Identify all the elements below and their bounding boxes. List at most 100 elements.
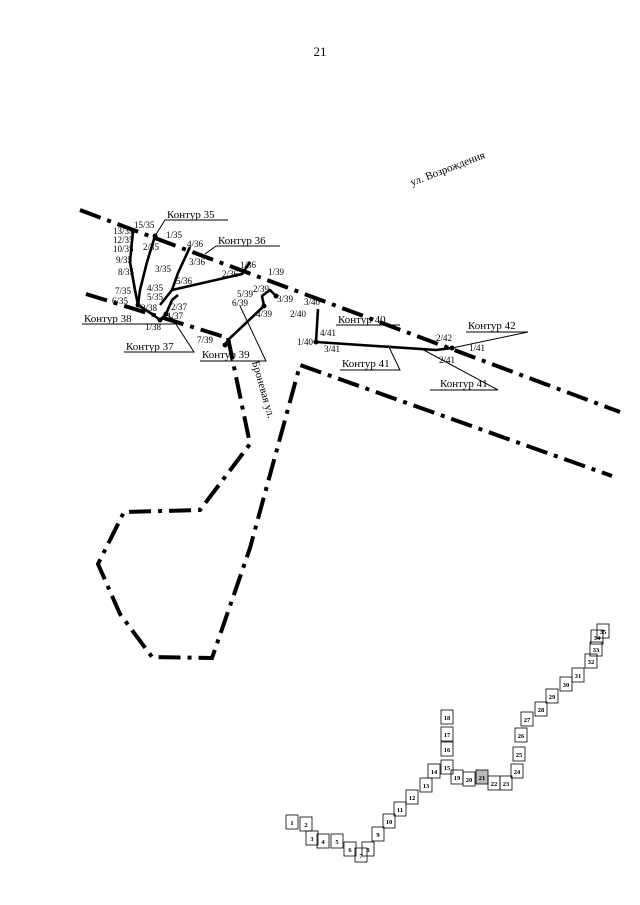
- index-sheet-label: 9: [376, 832, 380, 839]
- index-sheet-frame: [559, 676, 573, 692]
- index-sheet-label: 12: [409, 795, 416, 802]
- point-label: 6/39: [232, 298, 249, 308]
- point-label: 13/35: [113, 226, 134, 236]
- point-label: 2/41: [439, 355, 455, 365]
- point-label: 6/35: [112, 296, 129, 306]
- point-labels: 15/35 1/35 13/35 12/35 10/35 2/35 9/35 8…: [112, 220, 485, 365]
- street-label-vozrozhdeniya: ул. Возрождения: [409, 149, 487, 188]
- index-sheet-label: 23: [503, 781, 510, 788]
- index-sheet: 14: [427, 763, 441, 779]
- leader-contour-41b: [419, 347, 499, 391]
- index-sheet: 21: [475, 769, 489, 785]
- point-label: 1/41: [469, 343, 485, 353]
- contour-38-line: [137, 303, 167, 322]
- index-sheet: 5: [330, 833, 344, 849]
- index-sheet-frame: [343, 841, 357, 857]
- leader-contour-42: [451, 331, 529, 349]
- index-sheet-frame: [440, 759, 454, 775]
- point-label: 2/38: [141, 303, 158, 313]
- point-label: 7/35: [115, 286, 132, 296]
- index-sheet: 11: [393, 801, 407, 817]
- index-sheet: 23: [499, 775, 513, 791]
- index-sheet-label: 22: [491, 781, 498, 788]
- leader-lines: [82, 219, 529, 391]
- point-label: 8/35: [118, 267, 135, 277]
- point-marker: [130, 228, 136, 234]
- contour-label-37: Контур 37: [126, 341, 174, 353]
- index-sheet: 28: [534, 701, 548, 717]
- leader-contour-38: [82, 313, 182, 325]
- index-sheet: 25: [512, 746, 526, 762]
- point-label: 1/35: [166, 230, 183, 240]
- index-sheet-label: 30: [563, 682, 570, 689]
- page-number: 21: [313, 44, 327, 59]
- point-label: 9/35: [116, 255, 133, 265]
- index-sheet-label: 21: [479, 775, 486, 782]
- point-marker: [157, 317, 163, 323]
- index-sheet-label: 34: [594, 635, 601, 642]
- point-label: 2/39: [253, 284, 270, 294]
- index-sheet-frame: [596, 623, 610, 639]
- index-sheet: 16: [440, 741, 454, 757]
- index-sheet-frame: [589, 641, 603, 657]
- contour-37-line: [164, 294, 179, 315]
- index-sheet-label: 16: [444, 747, 451, 754]
- point-label: 10/35: [113, 244, 134, 254]
- index-sheet-label: 20: [466, 777, 473, 784]
- territory-boundary: [95, 337, 613, 661]
- index-sheet-frame: [393, 801, 407, 817]
- index-sheet: 4: [316, 833, 330, 849]
- contour-label-41b: Контур 41: [440, 378, 488, 390]
- index-sheet-label: 29: [549, 694, 556, 701]
- point-label: 2/40: [290, 309, 307, 319]
- leader-contour-39: [200, 305, 267, 362]
- index-sheet-frame: [584, 653, 598, 669]
- index-sheet-label: 32: [588, 659, 595, 666]
- point-label: 1/36: [240, 260, 257, 270]
- index-sheet-label: 5: [335, 839, 339, 846]
- point-label: 5/36: [176, 276, 193, 286]
- point-label: 3/39: [277, 294, 294, 304]
- contour-label-35: Контур 35: [167, 209, 215, 221]
- point-label: 4/41: [320, 328, 336, 338]
- index-sheet-frame: [427, 763, 441, 779]
- index-sheet-label: 7: [359, 853, 363, 860]
- index-sheet: 9: [371, 826, 385, 842]
- point-label: 2/35: [143, 242, 160, 252]
- index-sheet-frame: [571, 667, 585, 683]
- point-label: 12/35: [113, 235, 134, 245]
- contour-35-line: [128, 230, 140, 306]
- index-sheet: 1: [285, 814, 299, 830]
- point-label: 2/42: [436, 333, 452, 343]
- point-label: 7/39: [197, 335, 214, 345]
- index-sheet: 3: [305, 830, 319, 846]
- index-sheet: 27: [520, 711, 534, 727]
- index-sheet-label: 14: [431, 769, 438, 776]
- index-sheet: 20: [462, 771, 476, 787]
- point-marker: [261, 303, 267, 309]
- point-label: 1/40: [297, 337, 314, 347]
- contour-label-41a: Контур 41: [342, 358, 390, 370]
- contour-label-42: Контур 42: [468, 320, 516, 332]
- index-sheet-label: 11: [397, 807, 403, 814]
- point-label: 1/38: [145, 322, 162, 332]
- point-label: 5/35: [147, 292, 164, 302]
- index-sheet: 8: [361, 841, 375, 857]
- lower-boundary-line: [85, 292, 229, 340]
- index-sheet-label: 4: [321, 839, 325, 846]
- leader-contour-36: [204, 245, 280, 255]
- index-sheet-frame: [419, 777, 433, 793]
- contour-41-line: [314, 308, 453, 352]
- index-sheet-label: 27: [524, 717, 531, 724]
- index-sheet-label: 15: [444, 765, 451, 772]
- point-label: 3/40: [304, 297, 321, 307]
- contour-labels: Контур 35 Контур 36 Контур 38 Контур 37 …: [84, 209, 516, 390]
- index-sheet-label: 35: [600, 629, 607, 636]
- leader-contour-41a: [340, 344, 401, 371]
- point-marker: [273, 293, 279, 299]
- index-sheet: 12: [405, 789, 419, 805]
- index-sheet: 22: [487, 775, 501, 791]
- point-label: 15/35: [134, 220, 155, 230]
- contour-lines: [128, 230, 453, 352]
